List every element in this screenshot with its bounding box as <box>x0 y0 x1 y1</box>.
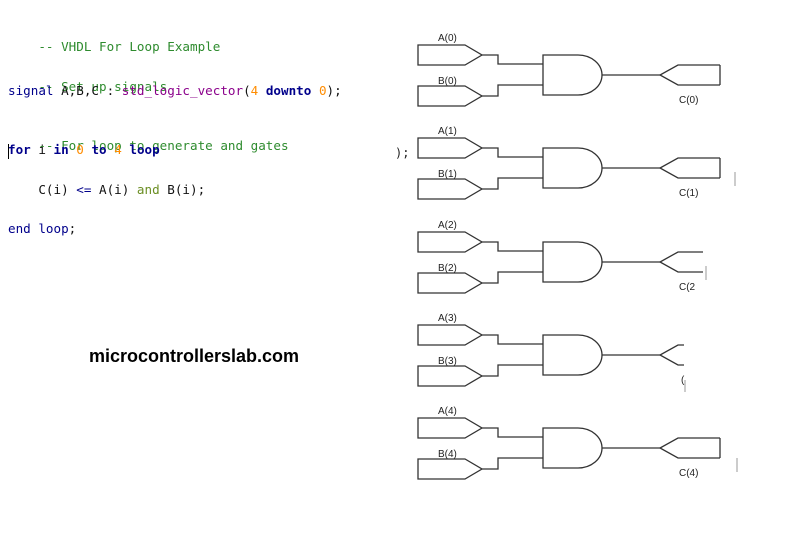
tok-num: 0 <box>318 83 327 98</box>
code-line-1: -- VHDL For Loop Example <box>8 23 220 71</box>
input-a-label: A(0) <box>438 33 457 44</box>
tok-bi: B(i); <box>159 182 206 197</box>
wire-a <box>482 147 543 158</box>
output-label: C(1) <box>679 188 698 199</box>
and-gate <box>542 427 603 469</box>
input-b-label: B(2) <box>438 263 457 274</box>
wire-b <box>482 84 543 97</box>
input-b-label: B(3) <box>438 356 457 367</box>
code-panel: -- VHDL For Loop Example -- Set up signa… <box>0 0 393 300</box>
input-port-b <box>417 458 484 480</box>
tok-assign: <= <box>76 182 92 197</box>
input-b-label: B(1) <box>438 169 457 180</box>
input-port-a <box>417 417 484 439</box>
tok-num: 4 <box>114 142 122 157</box>
tok-ci: C(i) <box>8 182 77 197</box>
code-comment: -- For loop to generate and gates <box>38 138 289 153</box>
tok-to: to <box>83 142 115 157</box>
code-line-4: -- For loop to generate and gates <box>8 122 289 170</box>
wire-b <box>482 364 543 377</box>
code-line-6: C(i) <= A(i) and B(i); <box>8 182 205 198</box>
wire-a <box>482 54 543 65</box>
watermark-text: microcontrollerslab.com <box>89 346 300 366</box>
tok-in: in <box>53 142 69 157</box>
tok-for: for <box>8 142 31 157</box>
code-comment: -- VHDL For Loop Example <box>38 39 221 54</box>
and-gate <box>542 334 603 376</box>
output-port <box>658 157 720 179</box>
input-port-b <box>417 365 484 387</box>
input-a-label: A(4) <box>438 406 457 417</box>
output-port <box>658 344 684 366</box>
wire-b <box>482 177 543 190</box>
output-port <box>658 437 720 459</box>
input-b-label: B(0) <box>438 76 457 87</box>
input-a-label: A(1) <box>438 126 457 137</box>
tok-type: std_logic_vector <box>121 83 244 98</box>
code-line-5: for i in 0 to 4 loop <box>8 142 160 158</box>
tok-signal: signal <box>8 83 54 98</box>
code-line-7: end loop; <box>8 221 76 237</box>
input-port-b <box>417 85 484 107</box>
wire-b <box>482 271 543 284</box>
output-port <box>658 64 720 86</box>
tok-num: 4 <box>250 83 259 98</box>
output-label: C(2 <box>679 282 696 293</box>
output-label: C(4) <box>679 468 698 479</box>
output-label: ( <box>681 375 685 386</box>
text-caret <box>8 144 9 159</box>
and-gate <box>542 241 603 283</box>
tok-num: 0 <box>76 142 84 157</box>
tok-paren: ( <box>243 83 251 98</box>
input-a-label: A(2) <box>438 220 457 231</box>
tok-loop: loop <box>121 142 160 157</box>
wire-a <box>482 241 543 252</box>
tok-end: end loop <box>8 221 69 236</box>
code-line-2: -- Set up signals <box>8 63 167 111</box>
wire-a <box>482 427 543 438</box>
input-port-a <box>417 44 484 66</box>
tok-names: A,B,C : <box>53 83 122 98</box>
code-comment: -- Set up signals <box>38 79 168 94</box>
input-b-label: B(4) <box>438 449 457 460</box>
tok-ai: A(i) <box>91 182 137 197</box>
tok-end: ); <box>326 83 342 98</box>
wire-b <box>482 457 543 470</box>
input-port-b <box>417 178 484 200</box>
input-port-b <box>417 272 484 294</box>
output-label: C(0) <box>679 95 698 106</box>
output-port <box>658 251 703 273</box>
and-gate <box>542 54 603 96</box>
stray-text: ); <box>395 146 410 160</box>
input-a-label: A(3) <box>438 313 457 324</box>
tok-downto: downto <box>258 83 319 98</box>
and-gate <box>542 147 603 189</box>
input-port-a <box>417 137 484 159</box>
wire-a <box>482 334 543 345</box>
code-line-3: signal A,B,C : std_logic_vector(4 downto… <box>8 83 342 99</box>
tok-and: and <box>136 182 160 197</box>
tok-i: i <box>30 142 54 157</box>
input-port-a <box>417 231 484 253</box>
tok-semi: ; <box>68 221 77 236</box>
input-port-a <box>417 324 484 346</box>
